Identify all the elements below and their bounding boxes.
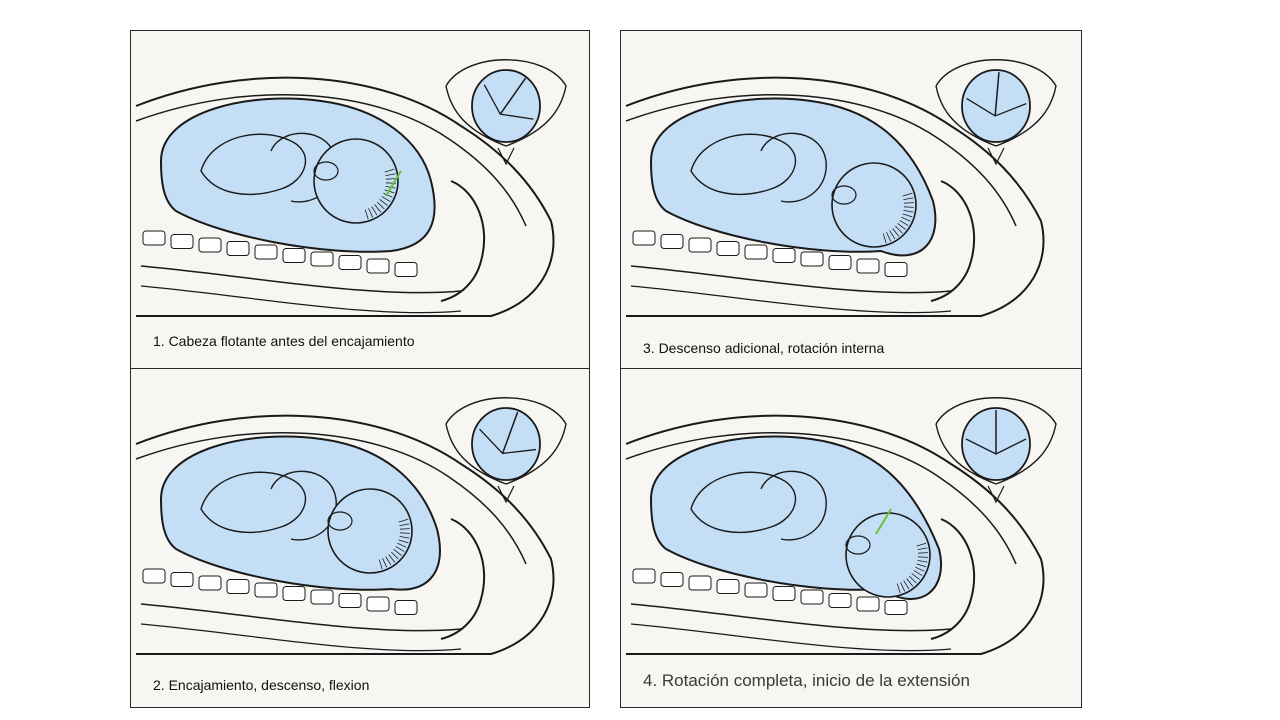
- coccyx: [987, 147, 1005, 166]
- birth-illustration: [625, 59, 1057, 317]
- panel-3-internal-rotation: 3. Descenso adicional, rotación interna: [620, 30, 1082, 370]
- fetal-torso: [760, 132, 827, 203]
- panel-4-caption: 4. Rotación completa, inicio de la exten…: [641, 671, 972, 691]
- sagittal-suture: [501, 411, 519, 454]
- maternal-spine: [632, 568, 908, 615]
- fontanelle: [483, 84, 534, 120]
- maternal-body-outline: [625, 76, 1045, 317]
- panel-1-caption: 1. Cabeza flotante antes del encajamient…: [151, 333, 417, 349]
- panel-1-head-floating: 1. Cabeza flotante antes del encajamient…: [130, 30, 590, 370]
- coccyx: [497, 147, 515, 166]
- uterine-wall-outer: [135, 93, 527, 227]
- fetal-head: [845, 512, 931, 598]
- fetal-limbs: [200, 471, 307, 533]
- pelvic-outlet: [930, 518, 976, 640]
- fetal-head: [831, 162, 917, 248]
- pelvic-inset-view: [935, 59, 1057, 166]
- birth-illustration: [135, 397, 567, 655]
- fetal-head: [327, 488, 413, 574]
- fetal-hand: [327, 511, 353, 531]
- sagittal-suture: [994, 72, 1000, 117]
- fetal-head: [313, 138, 399, 224]
- maternal-body-outline: [135, 76, 555, 317]
- pelvic-outlet: [440, 518, 486, 640]
- fetal-limbs: [690, 133, 797, 195]
- fetal-limbs: [200, 133, 307, 195]
- uterine-wall-outer: [625, 93, 1017, 227]
- fetal-limbs: [690, 471, 797, 533]
- fontanelle: [966, 97, 1027, 117]
- panel-2-engagement: 2. Encajamiento, descenso, flexion: [130, 368, 590, 708]
- fetal-hand: [313, 161, 339, 181]
- green-marker: [875, 508, 892, 535]
- fetal-torso: [760, 470, 827, 541]
- pelvic-inset-view: [445, 397, 567, 504]
- pelvic-inset-view: [935, 397, 1057, 504]
- sagittal-suture: [499, 77, 527, 115]
- panel-4-rotation-complete: 4. Rotación completa, inicio de la exten…: [620, 368, 1082, 708]
- fetal-hand: [845, 535, 871, 555]
- pelvic-outlet: [440, 180, 486, 302]
- maternal-spine: [632, 230, 908, 277]
- maternal-spine: [142, 230, 418, 277]
- coccyx: [987, 485, 1005, 504]
- coccyx: [497, 485, 515, 504]
- fontanelle: [965, 438, 1027, 455]
- fetal-torso: [270, 470, 337, 541]
- birth-illustration: [625, 397, 1057, 655]
- panel-3-caption: 3. Descenso adicional, rotación interna: [641, 340, 887, 356]
- uterine-wall-outer: [135, 431, 527, 565]
- uterine-wall-outer: [625, 431, 1017, 565]
- maternal-body-outline: [135, 414, 555, 655]
- birth-illustration: [135, 59, 567, 317]
- maternal-body-outline: [625, 414, 1045, 655]
- fetal-hand: [831, 185, 857, 205]
- maternal-spine: [142, 568, 418, 615]
- panel-2-caption: 2. Encajamiento, descenso, flexion: [151, 677, 372, 693]
- pelvic-inset-view: [445, 59, 567, 166]
- pelvic-outlet: [930, 180, 976, 302]
- fontanelle: [479, 428, 536, 455]
- green-marker: [385, 170, 402, 197]
